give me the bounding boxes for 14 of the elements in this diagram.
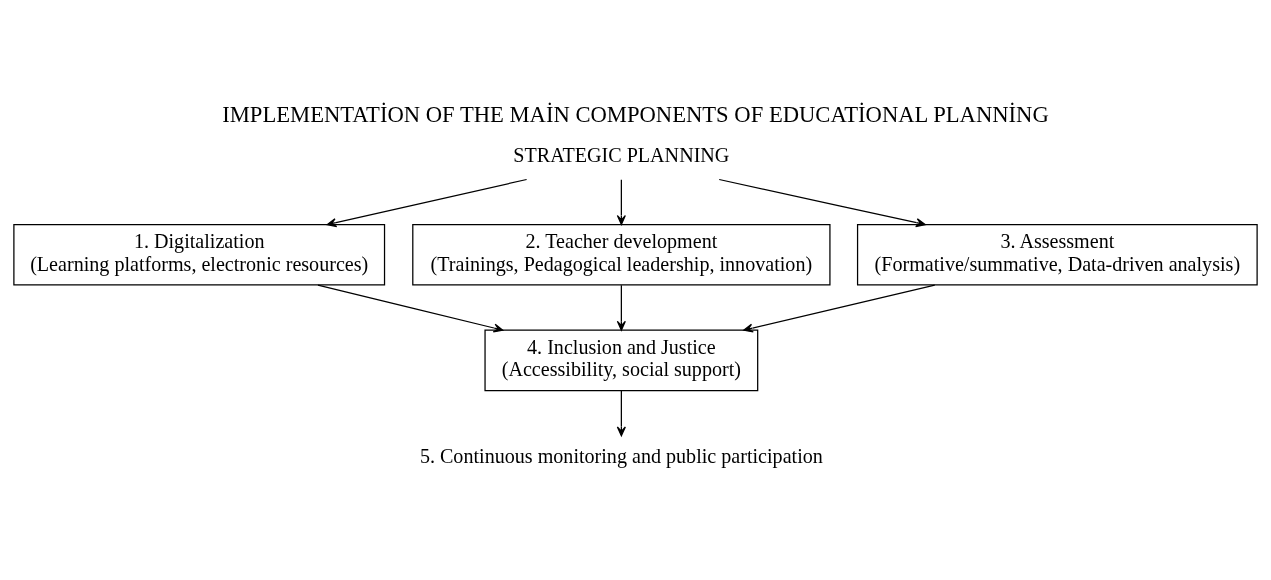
node-box: 4. Inclusion and Justice (Accessibility, social support) [484, 329, 759, 392]
arrow [616, 284, 626, 331]
node-text: 5. Continuous monitoring and public participation [419, 445, 823, 468]
node-box: 2. Teacher development (Trainings, Pedagogical leadership, innovation) [412, 224, 831, 286]
arrow [326, 178, 528, 228]
arrow [616, 179, 626, 225]
diagram-title: IMPLEMENTATİON OF THE MAİN COMPONENTS OF EDUCATİONAL PLANNİNG [222, 102, 1049, 128]
arrow [718, 178, 926, 228]
node-text: STRATEGIC PLANNING [513, 143, 730, 166]
arrow [743, 284, 936, 333]
arrow [616, 390, 626, 437]
arrow [317, 284, 504, 333]
node-box: 3. Assessment (Formative/summative, Data-driven analysis) [856, 224, 1258, 286]
node-box: 1. Digitalization (Learning platforms, electronic resources) [13, 224, 386, 286]
